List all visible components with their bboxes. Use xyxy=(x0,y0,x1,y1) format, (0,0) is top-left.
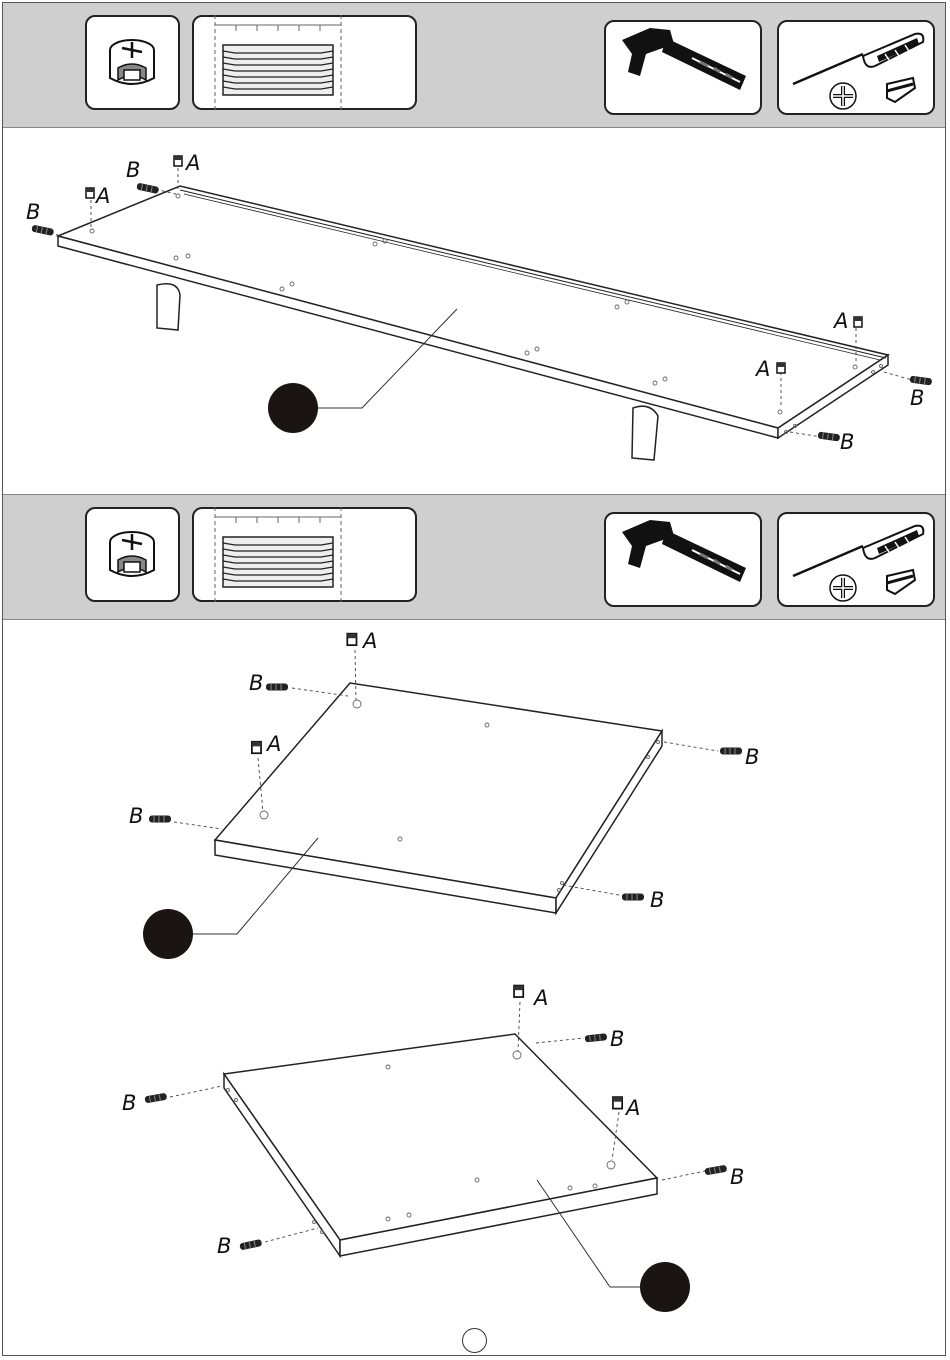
part-label-a: A xyxy=(184,151,200,175)
dowel-marker xyxy=(818,432,841,442)
cam-lock-icon xyxy=(110,40,154,84)
part-label-b: B xyxy=(650,888,664,912)
square-panel-1 xyxy=(215,683,662,913)
cam-lock-marker xyxy=(252,742,261,754)
part-badge xyxy=(268,383,318,433)
part-label-a: A xyxy=(532,986,548,1010)
cam-lock-icon xyxy=(110,532,154,576)
cam-lock-marker xyxy=(514,986,523,998)
hammer-icon xyxy=(622,28,746,90)
dowel-icon xyxy=(215,507,341,602)
part-label-a: A xyxy=(832,309,848,333)
dowel-marker xyxy=(144,1093,167,1104)
part-label-b: B xyxy=(26,200,40,224)
page-number xyxy=(462,1328,487,1353)
part-label-b: B xyxy=(217,1234,231,1258)
part-label-b: B xyxy=(122,1091,136,1115)
dowel-marker xyxy=(585,1033,608,1042)
screwdriver-icon xyxy=(793,34,923,109)
part-label-b: B xyxy=(730,1165,744,1189)
dowel-marker xyxy=(622,894,644,901)
long-panel xyxy=(58,186,888,460)
cam-lock-marker xyxy=(854,317,862,327)
part-label-b: B xyxy=(840,430,854,454)
dowel-marker xyxy=(149,816,171,823)
part-label-b: B xyxy=(910,386,924,410)
part-label-b: B xyxy=(745,745,759,769)
cam-lock-marker xyxy=(86,188,94,198)
part-label-a: A xyxy=(94,184,110,208)
part-label-a: A xyxy=(361,629,377,653)
cam-lock-marker xyxy=(613,1097,622,1109)
cam-lock-marker xyxy=(174,156,182,166)
dowel-marker xyxy=(136,183,159,194)
square-panel-2 xyxy=(224,1034,657,1256)
dowel-marker xyxy=(910,376,933,386)
cam-lock-marker xyxy=(347,634,356,646)
part-label-a: A xyxy=(754,357,770,381)
dowel-marker xyxy=(31,225,54,236)
part-badge xyxy=(143,909,193,959)
part-label-b: B xyxy=(126,158,140,182)
hammer-icon xyxy=(622,520,746,582)
part-label-a: A xyxy=(265,732,281,756)
dowel-marker xyxy=(266,684,288,691)
dowel-icon xyxy=(215,15,341,110)
part-badge xyxy=(640,1262,690,1312)
cam-lock-marker xyxy=(777,363,785,373)
dowel-marker xyxy=(239,1239,262,1250)
dowel-marker xyxy=(704,1165,727,1176)
part-label-b: B xyxy=(610,1027,624,1051)
part-label-a: A xyxy=(624,1096,640,1120)
part-label-b: B xyxy=(129,804,143,828)
dowel-marker xyxy=(720,748,742,755)
screwdriver-icon xyxy=(793,526,923,601)
part-label-b: B xyxy=(249,671,263,695)
